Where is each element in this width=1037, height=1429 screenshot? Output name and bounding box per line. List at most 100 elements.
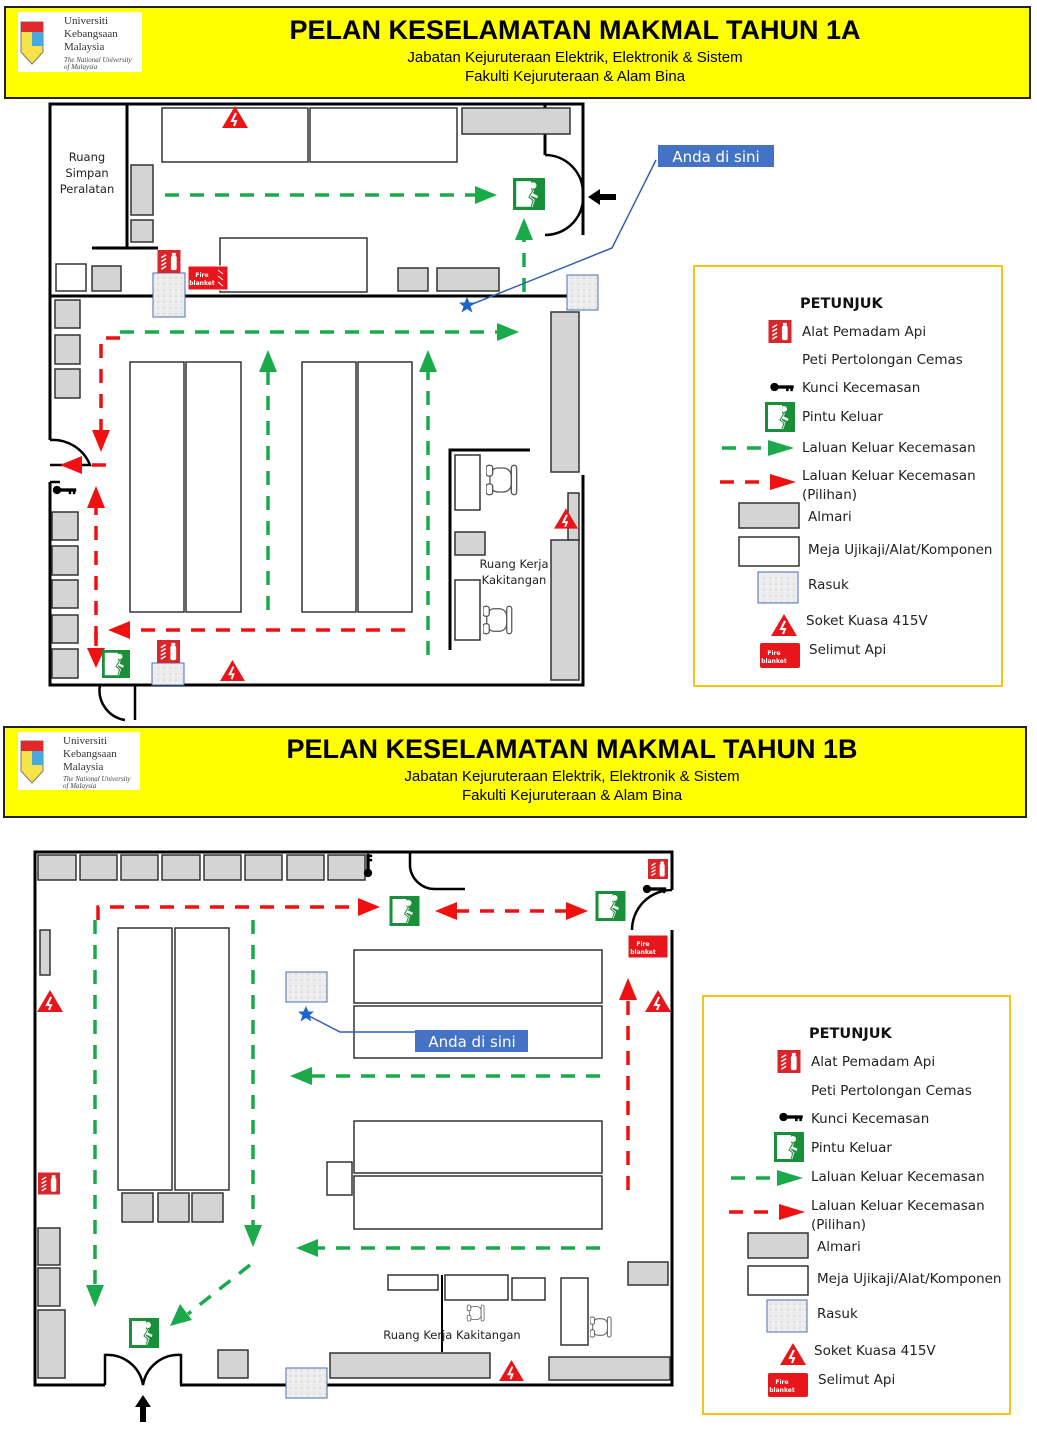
cabinet-icon [747,1232,809,1259]
you-are-here-marker: Anda di sini [298,1006,528,1052]
ukm-logo: Universiti Kebangsaan Malaysia The Natio… [18,12,142,72]
fire-extinguisher-icon [768,320,792,343]
cabinet [51,107,580,681]
you-are-here-label: Anda di sini [672,148,759,166]
fire-extinguisher-icon [38,1172,60,1195]
svg-text:blanket: blanket [630,949,656,956]
emergency-route [86,920,600,1326]
svg-text:Fire: Fire [775,1379,788,1386]
legend-label: Rasuk [817,1306,858,1322]
chair-icon [590,1316,612,1338]
exit-sign-icon [595,891,626,921]
legend-label: Laluan Keluar Kecemasan [811,1169,985,1185]
entrance-arrow-icon [135,1395,151,1422]
room-label: Ruang [69,150,105,164]
key-icon [52,485,77,495]
subtitle-department: Jabatan Kejuruteraan Elektrik, Elektroni… [407,49,742,66]
table-icon [747,1265,809,1296]
legend-label: Alat Pemadam Api [802,324,926,340]
legend-label: Selimut Api [818,1372,895,1388]
svg-text:Kebangsaan: Kebangsaan [63,748,117,760]
exit-sign-icon [765,402,795,432]
exit-sign-icon [389,896,420,926]
ukm-logo: Universiti Kebangsaan Malaysia The Natio… [18,732,140,790]
legend-label: (Pilihan) [802,487,857,503]
svg-text:blanket: blanket [761,658,787,665]
first-aid-icon [262,1355,272,1375]
page-title-1b: PELAN KESELAMATAN MAKMAL TAHUN 1B [287,734,858,764]
exit-sign-icon [774,1132,804,1162]
you-are-here-marker: Anda di sini [459,145,774,313]
room-label: Peralatan [60,182,114,196]
legend-title: PETUNJUK [800,296,884,312]
legend-label: Almari [817,1239,861,1255]
logo-text: The National University [64,56,133,64]
logo-text: Universiti [64,15,108,27]
cabinet-icon [738,502,800,529]
subtitle-department: Jabatan Kejuruteraan Elektrik, Elektroni… [404,768,739,785]
legend-label: Kunci Kecemasan [802,380,920,396]
legend-label: Soket Kuasa 415V [814,1343,936,1359]
beam-icon [766,1299,808,1333]
cabinet [37,854,671,1381]
entrance-arrow-icon [588,189,616,205]
beam-icon [757,571,799,604]
svg-text:of Malaysia: of Malaysia [63,782,97,790]
power-socket-icon [645,990,671,1012]
power-socket-icon [37,990,63,1012]
power-socket-icon [499,1360,524,1381]
legend-1b: PETUNJUK Alat Pemadam Api Peti Pertolong… [702,995,1011,1415]
legend-label: Rasuk [808,577,849,593]
legend-label: Selimut Api [809,642,886,658]
legend-label: Laluan Keluar Kecemasan [802,440,976,456]
room-label: Simpan [65,166,108,180]
page-title-1a: PELAN KESELAMATAN MAKMAL TAHUN 1A [290,15,861,45]
svg-text:Malaysia: Malaysia [63,761,103,773]
beam [285,971,328,1399]
subtitle-faculty: Fakulti Kejuruteraan & Alam Bina [462,787,683,804]
svg-text:Fire: Fire [767,650,780,657]
svg-text:blanket: blanket [769,1387,795,1394]
legend-1a: PETUNJUK Alat Pemadam Api Peti Pertolong… [693,265,1003,687]
fire-extinguisher-icon [157,640,180,663]
subtitle-faculty: Fakulti Kejuruteraan & Alam Bina [465,68,686,85]
power-socket-icon [220,660,245,681]
floor-plan-1a: Ruang Simpan Peralatan Ruang Kerja Kakit… [48,102,774,722]
alternative-route [60,336,405,668]
svg-text:Universiti: Universiti [63,735,107,747]
legend-label: Meja Ujikaji/Alat/Komponen [817,1271,1002,1287]
room-label: Kakitangan [482,573,547,587]
legend-label: Laluan Keluar Kecemasan [811,1198,985,1214]
fire-extinguisher-icon [157,250,181,273]
logo-text: Kebangsaan [64,28,118,40]
room-label: Ruang Kerja [479,557,548,571]
table [117,927,603,1346]
svg-text:Fire: Fire [636,941,649,948]
svg-text:blanket: blanket [189,280,215,287]
chair-icon [466,1304,485,1322]
legend-label: Alat Pemadam Api [811,1054,935,1070]
logo-text: Malaysia [64,41,104,53]
logo-text: of Malaysia [64,63,98,71]
exit-sign-icon [128,1318,160,1348]
table-icon [738,536,800,567]
exit-sign-icon [513,178,545,210]
fire-extinguisher-icon [777,1050,801,1073]
legend-label: Peti Pertolongan Cemas [811,1083,972,1099]
alternative-route [96,898,637,1190]
legend-label: (Pilihan) [811,1217,866,1233]
legend-label: Almari [808,509,852,525]
beam [151,272,599,686]
legend-label: Kunci Kecemasan [811,1111,929,1127]
exit-sign-icon [101,650,131,678]
star-icon [459,297,475,313]
legend-label: Soket Kuasa 415V [806,613,928,629]
legend-label: Laluan Keluar Kecemasan [802,468,976,484]
legend-label: Peti Pertolongan Cemas [802,352,963,368]
